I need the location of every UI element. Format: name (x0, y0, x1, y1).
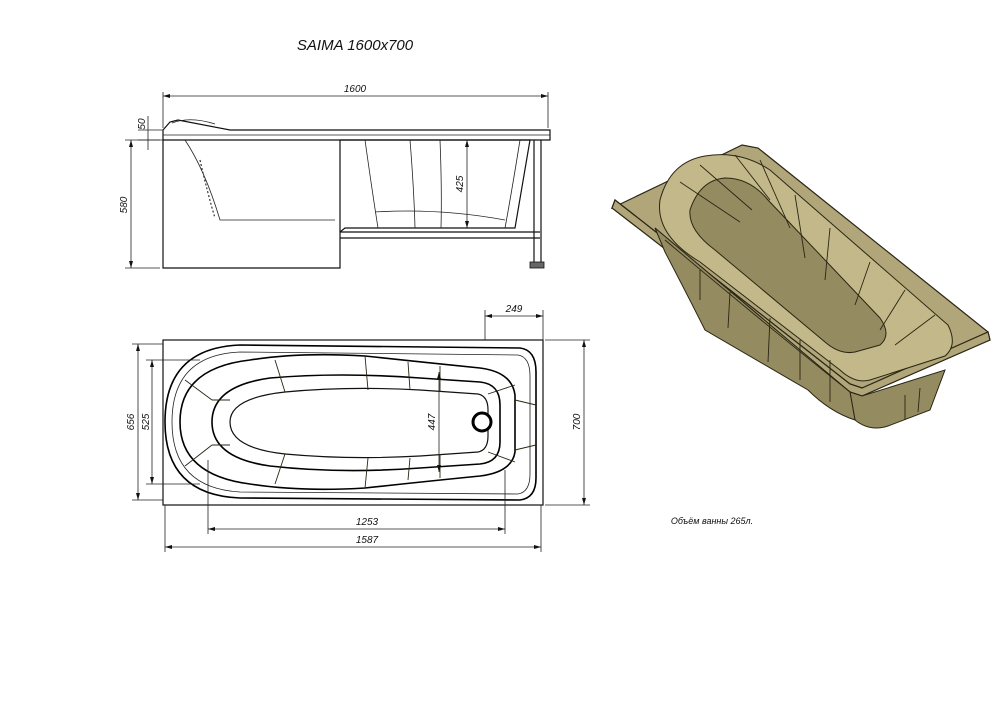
dim-bowl-width: 525 (141, 413, 152, 430)
dim-depth: 425 (455, 175, 466, 192)
isometric-view (610, 144, 991, 429)
dim-total-height: 580 (119, 196, 130, 213)
side-panel (162, 140, 341, 269)
volume-note: Объём ванны 265л. (671, 516, 753, 526)
dim-bottom-width: 447 (427, 413, 438, 430)
top-outer-rim (162, 339, 544, 506)
side-view: 1600 50 580 425 (119, 84, 551, 269)
drain-icon (471, 411, 493, 433)
drawing-title: SAIMA 1600x700 (297, 37, 414, 54)
dim-inner-length: 1587 (356, 535, 379, 546)
dim-bottom-length: 1253 (356, 517, 379, 528)
dim-overall-length: 1600 (344, 84, 367, 95)
dim-rim-height: 50 (137, 118, 148, 130)
side-rim (162, 119, 551, 141)
top-inner-rim (164, 344, 537, 501)
dim-inner-width: 656 (126, 413, 137, 430)
top-view: 249 700 656 525 447 1253 (126, 304, 590, 552)
dim-drain-offset: 249 (505, 304, 523, 315)
dim-outer-width: 700 (572, 413, 583, 430)
